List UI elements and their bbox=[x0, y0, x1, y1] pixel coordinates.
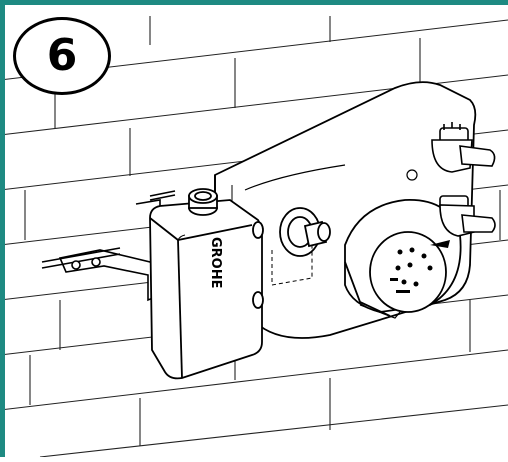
tank-brand-label: GROHE bbox=[208, 237, 223, 289]
stop-valve-icon bbox=[431, 122, 496, 237]
thermostat-knob-icon bbox=[344, 199, 462, 319]
step-number: 6 bbox=[46, 30, 78, 81]
step-number-badge: 6 bbox=[13, 17, 111, 95]
water-tank-icon: GROHE bbox=[149, 188, 264, 380]
